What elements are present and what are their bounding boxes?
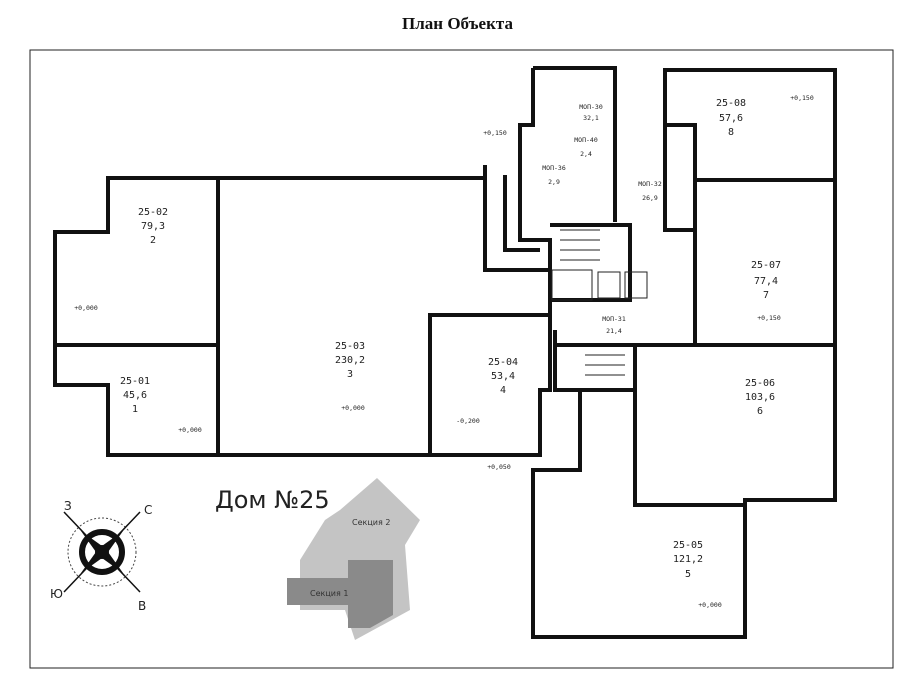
svg-text:230,2: 230,2	[335, 355, 365, 366]
svg-text:7: 7	[763, 290, 769, 301]
svg-text:25-07: 25-07	[751, 260, 781, 271]
room-25-06-area	[633, 343, 837, 507]
svg-text:57,6: 57,6	[719, 113, 743, 124]
svg-text:45,6: 45,6	[123, 390, 147, 401]
room-label-25-03: 25-03 230,2 3 +0,000	[335, 341, 365, 412]
svg-text:77,4: 77,4	[754, 276, 778, 287]
common-core	[483, 66, 695, 392]
svg-text:+0,150: +0,150	[757, 314, 781, 322]
svg-text:103,6: 103,6	[745, 392, 775, 403]
svg-text:В: В	[138, 599, 146, 613]
room-label-25-02: 25-02 79,3 2 +0,000	[74, 207, 168, 312]
svg-text:+0,000: +0,000	[74, 304, 98, 312]
svg-text:МОП-40: МОП-40	[574, 136, 598, 144]
svg-text:21,4: 21,4	[606, 327, 622, 335]
svg-text:3: 3	[347, 369, 353, 380]
svg-text:25-04: 25-04	[488, 357, 518, 368]
svg-text:26,9: 26,9	[642, 194, 658, 202]
room-label-25-01: 25-01 45,6 1 +0,000	[120, 376, 202, 434]
room-25-02-area	[53, 176, 220, 347]
svg-text:25-03: 25-03	[335, 341, 365, 352]
page-title: План Объекта	[402, 14, 513, 33]
svg-text:Секция 2: Секция 2	[352, 518, 390, 527]
room-label-25-05: 25-05 121,2 5 +0,000	[673, 540, 722, 609]
common-labels: МОП-30 32,1 МОП-40 2,4 МОП-36 2,9 МОП-32 26,…	[483, 103, 662, 471]
svg-text:25-06: 25-06	[745, 378, 775, 389]
house-label: Дом №25	[215, 486, 330, 514]
svg-text:+0,000: +0,000	[341, 404, 365, 412]
svg-text:4: 4	[500, 385, 506, 396]
room-label-25-08: 25-08 57,6 8 +0,150	[716, 94, 814, 138]
svg-text:МОП-36: МОП-36	[542, 164, 566, 172]
room-label-25-06: 25-06 103,6 6	[745, 378, 775, 417]
svg-text:+0,150: +0,150	[483, 129, 507, 137]
svg-text:32,1: 32,1	[583, 114, 599, 122]
svg-text:С: С	[144, 503, 152, 517]
svg-text:6: 6	[757, 406, 763, 417]
svg-text:5: 5	[685, 569, 691, 580]
svg-text:121,2: 121,2	[673, 554, 703, 565]
room-25-04-area	[428, 313, 552, 457]
room-label-25-04: 25-04 53,4 4 -0,200	[456, 357, 518, 425]
svg-text:2: 2	[150, 235, 156, 246]
svg-text:+0,000: +0,000	[178, 426, 202, 434]
svg-text:2,9: 2,9	[548, 178, 560, 186]
svg-text:МОП-30: МОП-30	[579, 103, 603, 111]
room-25-08-area	[663, 68, 837, 182]
svg-text:-0,200: -0,200	[456, 417, 480, 425]
svg-text:53,4: 53,4	[491, 371, 515, 382]
svg-text:МОП-32: МОП-32	[638, 180, 662, 188]
svg-text:1: 1	[132, 404, 138, 415]
plan-frame	[29, 49, 894, 669]
svg-text:Секция 1: Секция 1	[310, 589, 348, 598]
svg-text:Ю: Ю	[50, 587, 63, 601]
room-25-05-area	[531, 388, 747, 639]
svg-text:+0,050: +0,050	[487, 463, 511, 471]
svg-text:+0,150: +0,150	[790, 94, 814, 102]
section-map: Секция 2 Секция 1	[287, 478, 420, 640]
svg-text:МОП-31: МОП-31	[602, 315, 626, 323]
compass-rose: З С Ю В	[50, 499, 152, 613]
svg-text:+0,000: +0,000	[698, 601, 722, 609]
svg-text:2,4: 2,4	[580, 150, 592, 158]
room-label-25-07: 25-07 77,4 7 +0,150	[751, 260, 781, 322]
svg-text:8: 8	[728, 127, 734, 138]
svg-text:79,3: 79,3	[141, 221, 165, 232]
svg-text:25-01: 25-01	[120, 376, 150, 387]
svg-text:25-05: 25-05	[673, 540, 703, 551]
svg-text:25-08: 25-08	[716, 98, 746, 109]
svg-text:З: З	[64, 499, 72, 513]
svg-text:25-02: 25-02	[138, 207, 168, 218]
